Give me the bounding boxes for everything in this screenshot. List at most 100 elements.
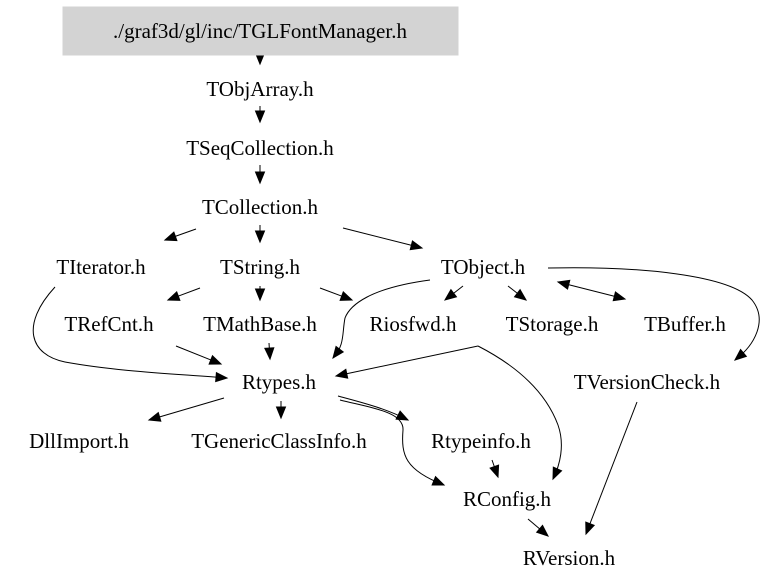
node-label: TVersionCheck.h — [574, 370, 721, 394]
node-label: TIterator.h — [56, 255, 146, 279]
node-tobjarray[interactable]: TObjArray.h — [206, 77, 314, 101]
node-label: TObjArray.h — [206, 77, 314, 101]
node-tbuffer[interactable]: TBuffer.h — [644, 312, 726, 336]
node-tcollection[interactable]: TCollection.h — [202, 195, 319, 219]
edge-line — [588, 401, 638, 526]
edge-line — [547, 267, 760, 361]
edges-layer — [32, 46, 760, 537]
edge-rtypes-to-rconfig — [339, 399, 446, 486]
edge-tstring-to-tmathbase — [254, 286, 266, 302]
node-label: Riosfwd.h — [370, 312, 457, 336]
edge-tversioncheck-to-rversion — [585, 401, 638, 536]
node-label: TMathBase.h — [203, 312, 317, 336]
edge-arrowhead — [612, 291, 627, 302]
node-rtypeinfo[interactable]: Rtypeinfo.h — [431, 429, 531, 453]
node-rtypes[interactable]: Rtypes.h — [242, 370, 317, 394]
edge-tobject-to-tversioncheck — [547, 267, 760, 361]
node-label: TStorage.h — [506, 312, 599, 336]
node-label: RVersion.h — [523, 546, 616, 570]
edge-rtypes-to-rtypeinfo — [337, 395, 410, 421]
edge-rtypeinfo-to-rconfig — [489, 459, 500, 479]
edge-tobject-to-tstorage — [507, 285, 528, 301]
node-label: TString.h — [220, 255, 300, 279]
node-label: TSeqCollection.h — [186, 136, 334, 160]
node-tversioncheck[interactable]: TVersionCheck.h — [574, 370, 721, 394]
node-tobject[interactable]: TObject.h — [441, 255, 526, 279]
edge-line — [527, 518, 542, 531]
edge-line — [175, 345, 213, 362]
edge-arrowhead — [254, 171, 266, 185]
edge-arrowhead — [585, 521, 596, 536]
edge-titerator-to-rtypes — [32, 286, 229, 383]
edge-arrowhead — [147, 411, 162, 422]
edge-arrowhead — [489, 464, 500, 479]
node-dllimport[interactable]: DllImport.h — [29, 429, 129, 453]
edge-arrowhead — [254, 110, 266, 124]
edge-tseqcollection-to-tcollection — [254, 165, 266, 185]
node-label: TCollection.h — [202, 195, 319, 219]
node-label: TGenericClassInfo.h — [191, 429, 367, 453]
node-tstorage[interactable]: TStorage.h — [506, 312, 599, 336]
edge-arrowhead — [409, 240, 424, 251]
edge-tcollection-to-tobject — [342, 227, 424, 251]
node-label: TRefCnt.h — [64, 312, 154, 336]
edge-arrowhead — [254, 288, 266, 302]
node-label: DllImport.h — [29, 429, 129, 453]
edge-tobject-to-tbuffer — [556, 279, 627, 302]
edge-arrowhead — [513, 288, 528, 301]
edge-line — [32, 286, 228, 379]
edge-line — [477, 345, 562, 480]
node-label: RConfig.h — [463, 487, 552, 511]
edge-arrowhead — [254, 230, 266, 244]
edge-line — [157, 397, 225, 418]
node-label: Rtypeinfo.h — [431, 429, 531, 453]
edge-arrowhead — [535, 524, 550, 537]
edge-arrowhead — [334, 368, 349, 379]
node-tstring[interactable]: TString.h — [220, 255, 300, 279]
edge-arrowhead — [431, 475, 446, 486]
node-trefcnt[interactable]: TRefCnt.h — [64, 312, 154, 336]
edge-arrowhead — [443, 288, 458, 301]
edge-tmathbase-to-rtypes — [264, 342, 275, 361]
edge-line — [332, 279, 431, 359]
node-label: TBuffer.h — [644, 312, 726, 336]
edge-arrowhead — [275, 406, 287, 420]
edge-tstring-to-trefcnt — [166, 287, 201, 301]
root-node-box — [62, 6, 459, 56]
edge-line — [176, 287, 201, 298]
edge-arrowhead — [733, 348, 748, 361]
edge-line — [173, 228, 197, 238]
edge-arrowhead — [552, 466, 563, 481]
edge-rconfig-to-rversion — [527, 518, 550, 537]
edge-line — [319, 287, 344, 298]
node-riosfwd[interactable]: Riosfwd.h — [370, 312, 457, 336]
edge-tcollection-to-tstring — [254, 225, 266, 244]
edge-arrowhead — [166, 291, 181, 301]
edge-rtypes-to-tgenericclassinfo — [275, 401, 287, 420]
node-tseqcollection[interactable]: TSeqCollection.h — [186, 136, 334, 160]
edge-tcollection-to-titerator — [163, 228, 197, 242]
edge-tobjarray-to-tseqcollection — [254, 106, 266, 124]
node-tmathbase[interactable]: TMathBase.h — [203, 312, 317, 336]
node-label: Rtypes.h — [242, 370, 317, 394]
edge-trefcnt-to-rtypes — [175, 345, 223, 365]
node-rconfig[interactable]: RConfig.h — [463, 487, 552, 511]
node-label: ./graf3d/gl/inc/TGLFontManager.h — [113, 19, 407, 43]
node-tgenericclassinfo[interactable]: TGenericClassInfo.h — [191, 429, 367, 453]
edge-arrowhead — [208, 354, 223, 365]
edge-rtypes-to-dllimport — [147, 397, 225, 422]
node-titerator[interactable]: TIterator.h — [56, 255, 146, 279]
node-tglfontmanager[interactable]: ./graf3d/gl/inc/TGLFontManager.h — [62, 6, 459, 56]
edge-line — [342, 227, 414, 247]
edge-arrowhead — [264, 347, 275, 361]
edge-tstorage-to-rtypes — [334, 345, 479, 379]
edge-tstring-to-riosfwd — [319, 287, 354, 301]
edge-arrowhead — [163, 231, 178, 242]
nodes-layer: ./graf3d/gl/inc/TGLFontManager.hTObjArra… — [29, 6, 726, 570]
node-rversion[interactable]: RVersion.h — [523, 546, 616, 570]
edge-arrowhead — [339, 291, 354, 301]
edge-tobject-to-rtypes — [332, 279, 431, 360]
edge-arrowhead — [395, 410, 410, 421]
edge-arrowhead — [332, 345, 345, 360]
